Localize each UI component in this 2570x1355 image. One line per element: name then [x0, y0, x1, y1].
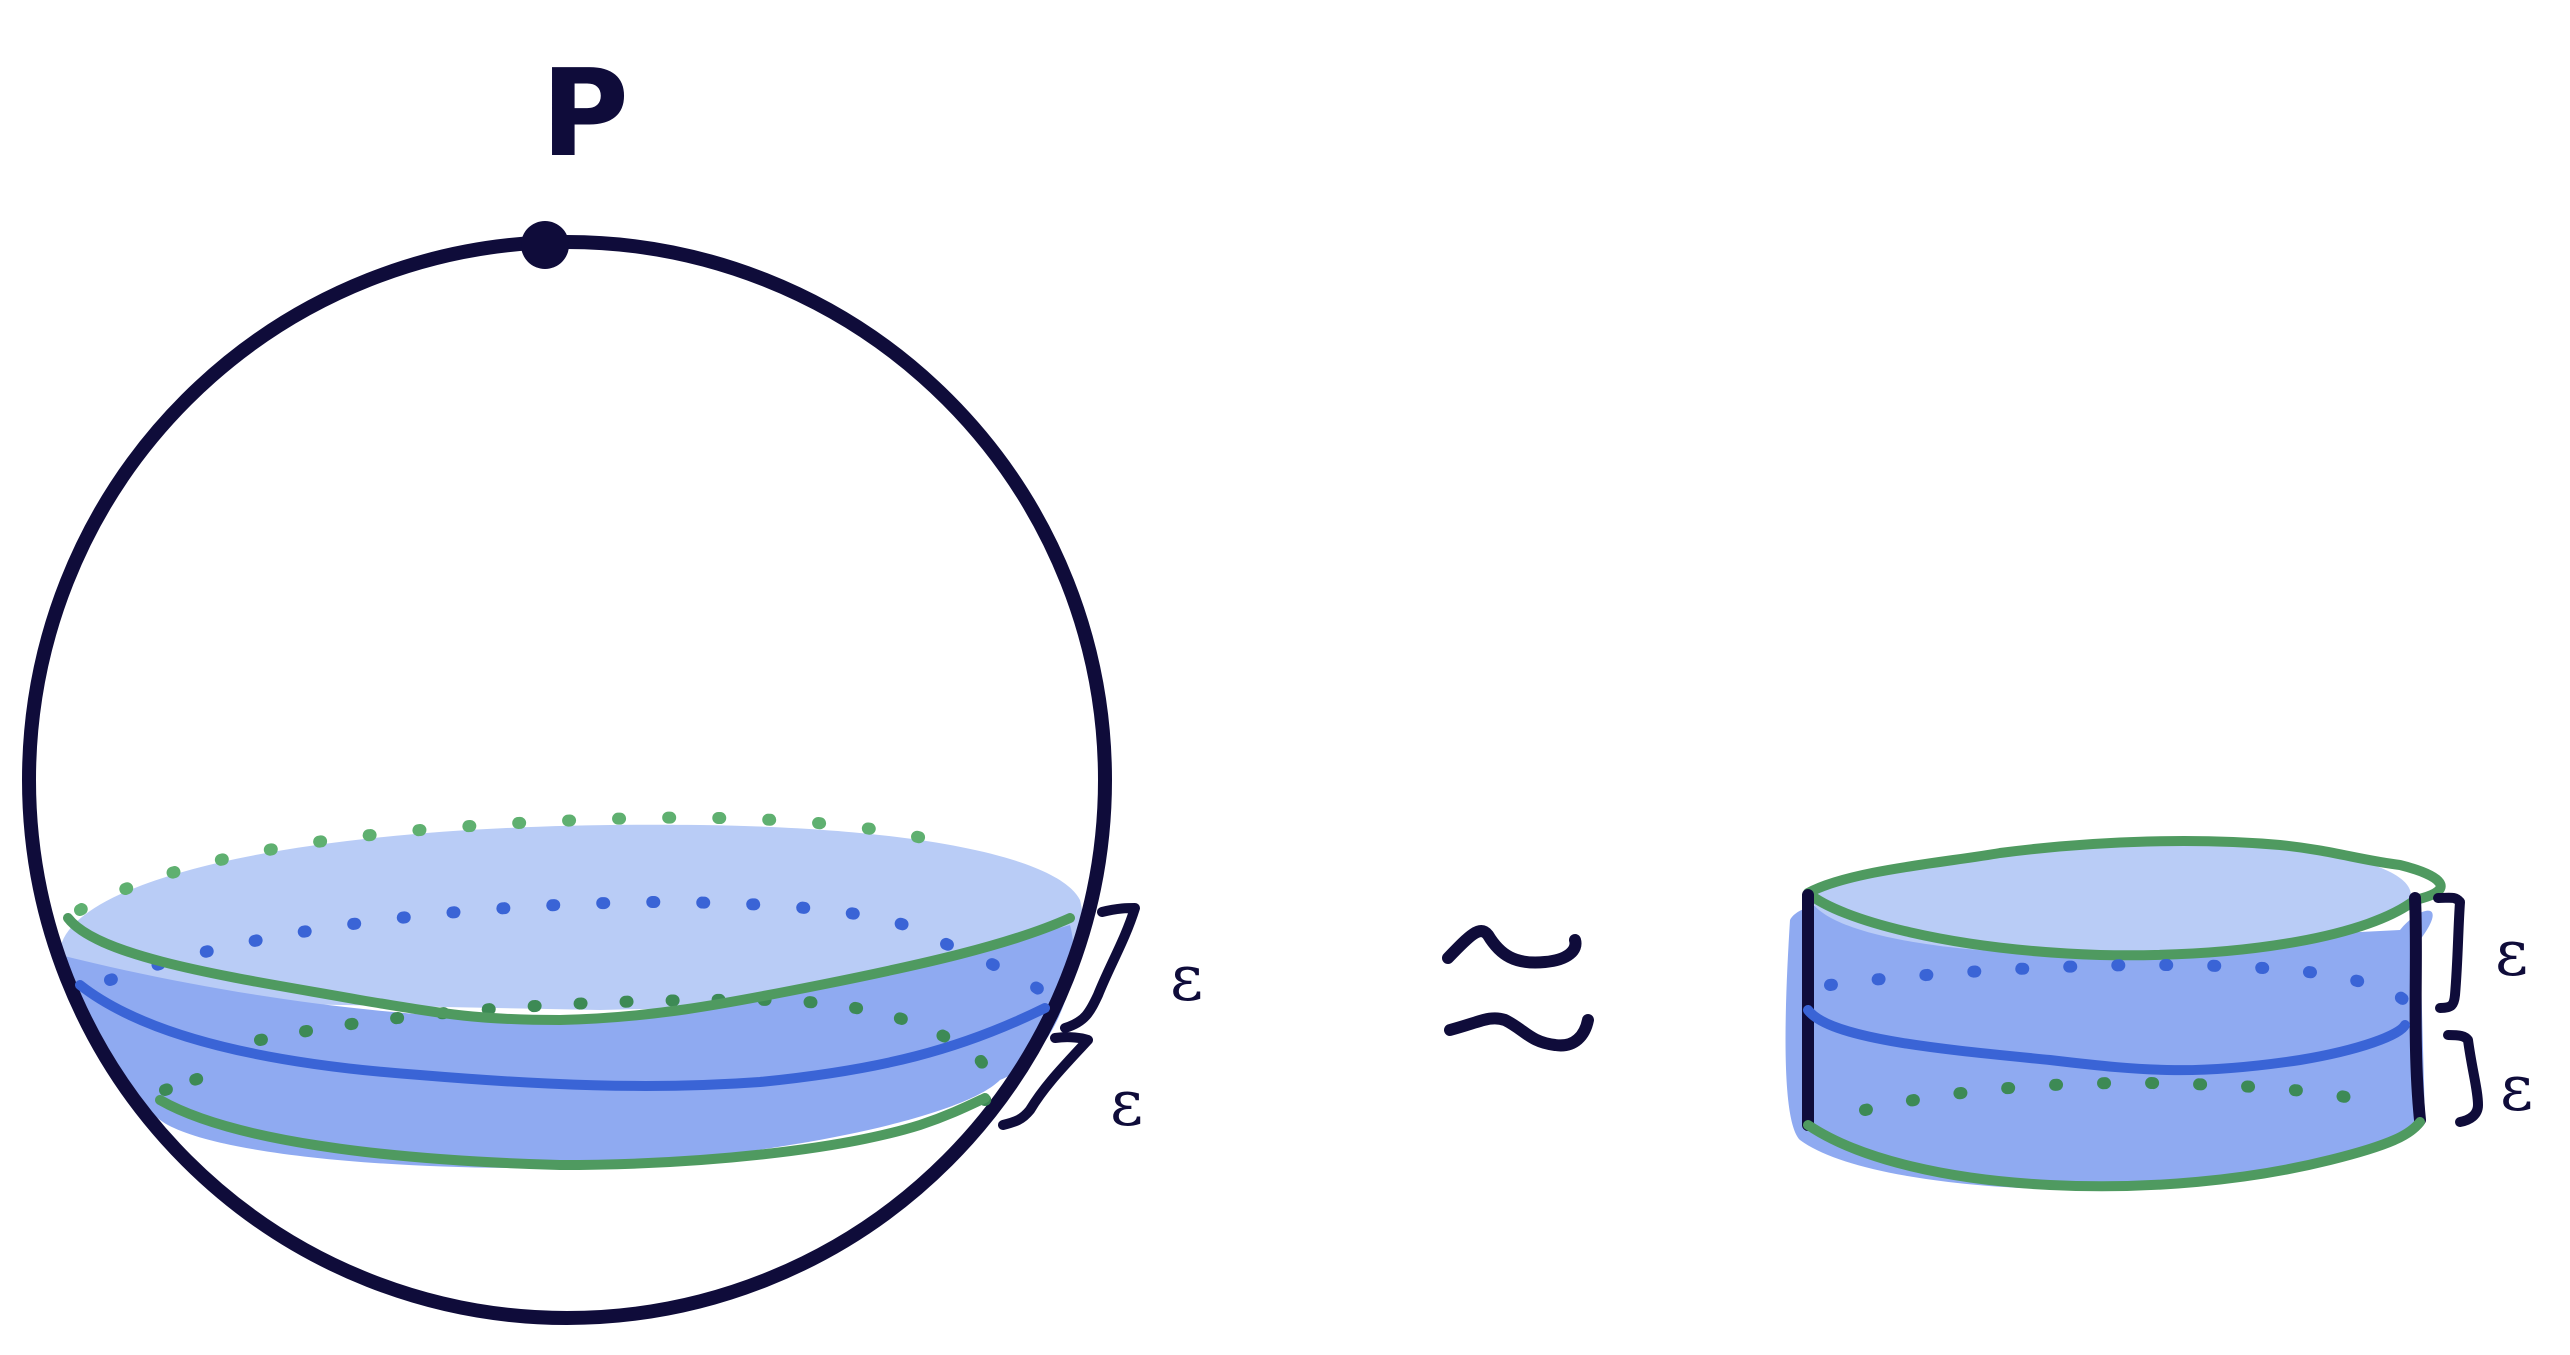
sphere-figure [22, 221, 1140, 1325]
cylinder-epsilon-bracket-lower [2443, 1030, 2483, 1127]
epsilon-label-upper-right: ε [2495, 917, 2528, 991]
cylinder-figure [1785, 836, 2483, 1192]
cylinder-lower-back-dotted [1859, 1076, 2386, 1116]
cylinder-epsilon-bracket-upper [2433, 892, 2465, 1013]
band-side-face [60, 925, 1074, 1169]
point-p-label: P [541, 45, 629, 184]
point-p-dot [521, 221, 569, 269]
epsilon-label-lower-left: ε [1110, 1067, 1143, 1141]
cylinder-right-side [2409, 892, 2426, 1126]
band-lower-left-dotted [159, 1072, 206, 1096]
cylinder-middle-front-curve [1803, 1005, 2410, 1076]
epsilon-bracket-upper [1060, 903, 1140, 1033]
epsilon-label-lower-right: ε [2500, 1052, 2533, 1126]
band-top-back-rim-dotted [74, 811, 956, 916]
epsilon-bracket-lower [998, 1032, 1093, 1130]
band-middle-front-curve [75, 980, 1050, 1091]
cylinder-bottom-rim [1803, 1117, 2425, 1192]
band-top-face [60, 824, 1084, 1010]
band-lower-back-dotted [254, 993, 1000, 1106]
epsilon-label-upper-left: ε [1170, 942, 1203, 1016]
equivalence-symbol [1442, 925, 1594, 1052]
band-top-front-rim [63, 913, 1075, 1026]
equivalence-symbol-text: ≃ [0, 0, 1, 1]
cylinder-top-rim [1803, 836, 2446, 961]
cylinder-side-face [1785, 904, 2433, 1190]
band-bottom-front-rim [155, 1093, 990, 1171]
cylinder-top-face [1808, 844, 2411, 955]
